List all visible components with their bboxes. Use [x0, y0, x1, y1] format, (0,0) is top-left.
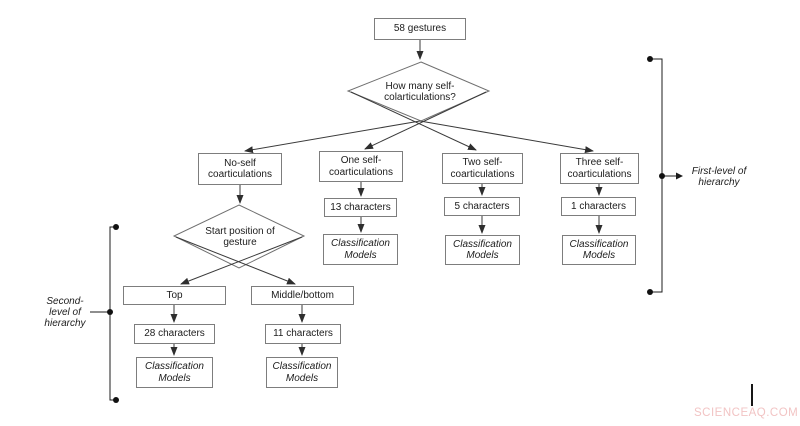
- decision1-label: How many self- colarticulations?: [384, 80, 456, 104]
- bracket-dot: [647, 56, 653, 62]
- first-level-hierarchy-label: First-level of hierarchy: [691, 166, 747, 188]
- connector-decision2-to-top: [180, 236, 303, 285]
- node-5-characters: 5 characters: [444, 197, 520, 216]
- bracket-dot: [659, 173, 665, 179]
- watermark: SCIENCEAQ.COM: [694, 407, 799, 419]
- connector-decision1-to-one-self: [364, 91, 487, 150]
- node-classification-models-three-self: Classification Models: [562, 235, 636, 265]
- node-classification-models-middle-bottom: Classification Models: [266, 357, 338, 388]
- node-no-self-coarticulations: No-self coarticulations: [198, 153, 282, 185]
- connector-decision1-to-three-self: [419, 120, 594, 154]
- bracket-dot: [113, 397, 119, 403]
- decision2-label: Start position of gesture: [205, 225, 275, 249]
- second-level-hierarchy-label: Second- level of hierarchy: [44, 296, 86, 329]
- bracket-dot: [113, 224, 119, 230]
- node-classification-models-top: Classification Models: [136, 357, 213, 388]
- node-label: 58 gestures: [393, 23, 447, 35]
- node-11-characters: 11 characters: [265, 324, 341, 344]
- bracket-dot: [107, 309, 113, 315]
- first-level-pointer-icon: [676, 172, 683, 180]
- node-classification-models-two-self: Classification Models: [445, 235, 520, 265]
- node-one-self-coarticulations: One self- coarticulations: [319, 151, 403, 182]
- node-middle-bottom: Middle/bottom: [251, 286, 354, 305]
- node-top: Top: [123, 286, 226, 305]
- connector-decision1-to-no-self: [244, 120, 421, 154]
- connector-decision1-to-two-self: [350, 91, 477, 151]
- text-cursor-bar: [751, 384, 753, 406]
- node-1-characters: 1 characters: [561, 197, 636, 216]
- node-58-gestures: 58 gestures: [374, 18, 466, 40]
- node-three-self-coarticulations: Three self- coarticulations: [560, 153, 639, 184]
- node-28-characters: 28 characters: [134, 324, 215, 344]
- node-13-characters: 13 characters: [324, 198, 397, 217]
- bracket-dot: [647, 289, 653, 295]
- node-two-self-coarticulations: Two self- coarticulations: [442, 153, 523, 184]
- decision-diamond-start-position: [172, 204, 306, 269]
- node-classification-models-one-self: Classification Models: [323, 234, 398, 265]
- connector-decision2-to-middle-bottom: [175, 236, 296, 285]
